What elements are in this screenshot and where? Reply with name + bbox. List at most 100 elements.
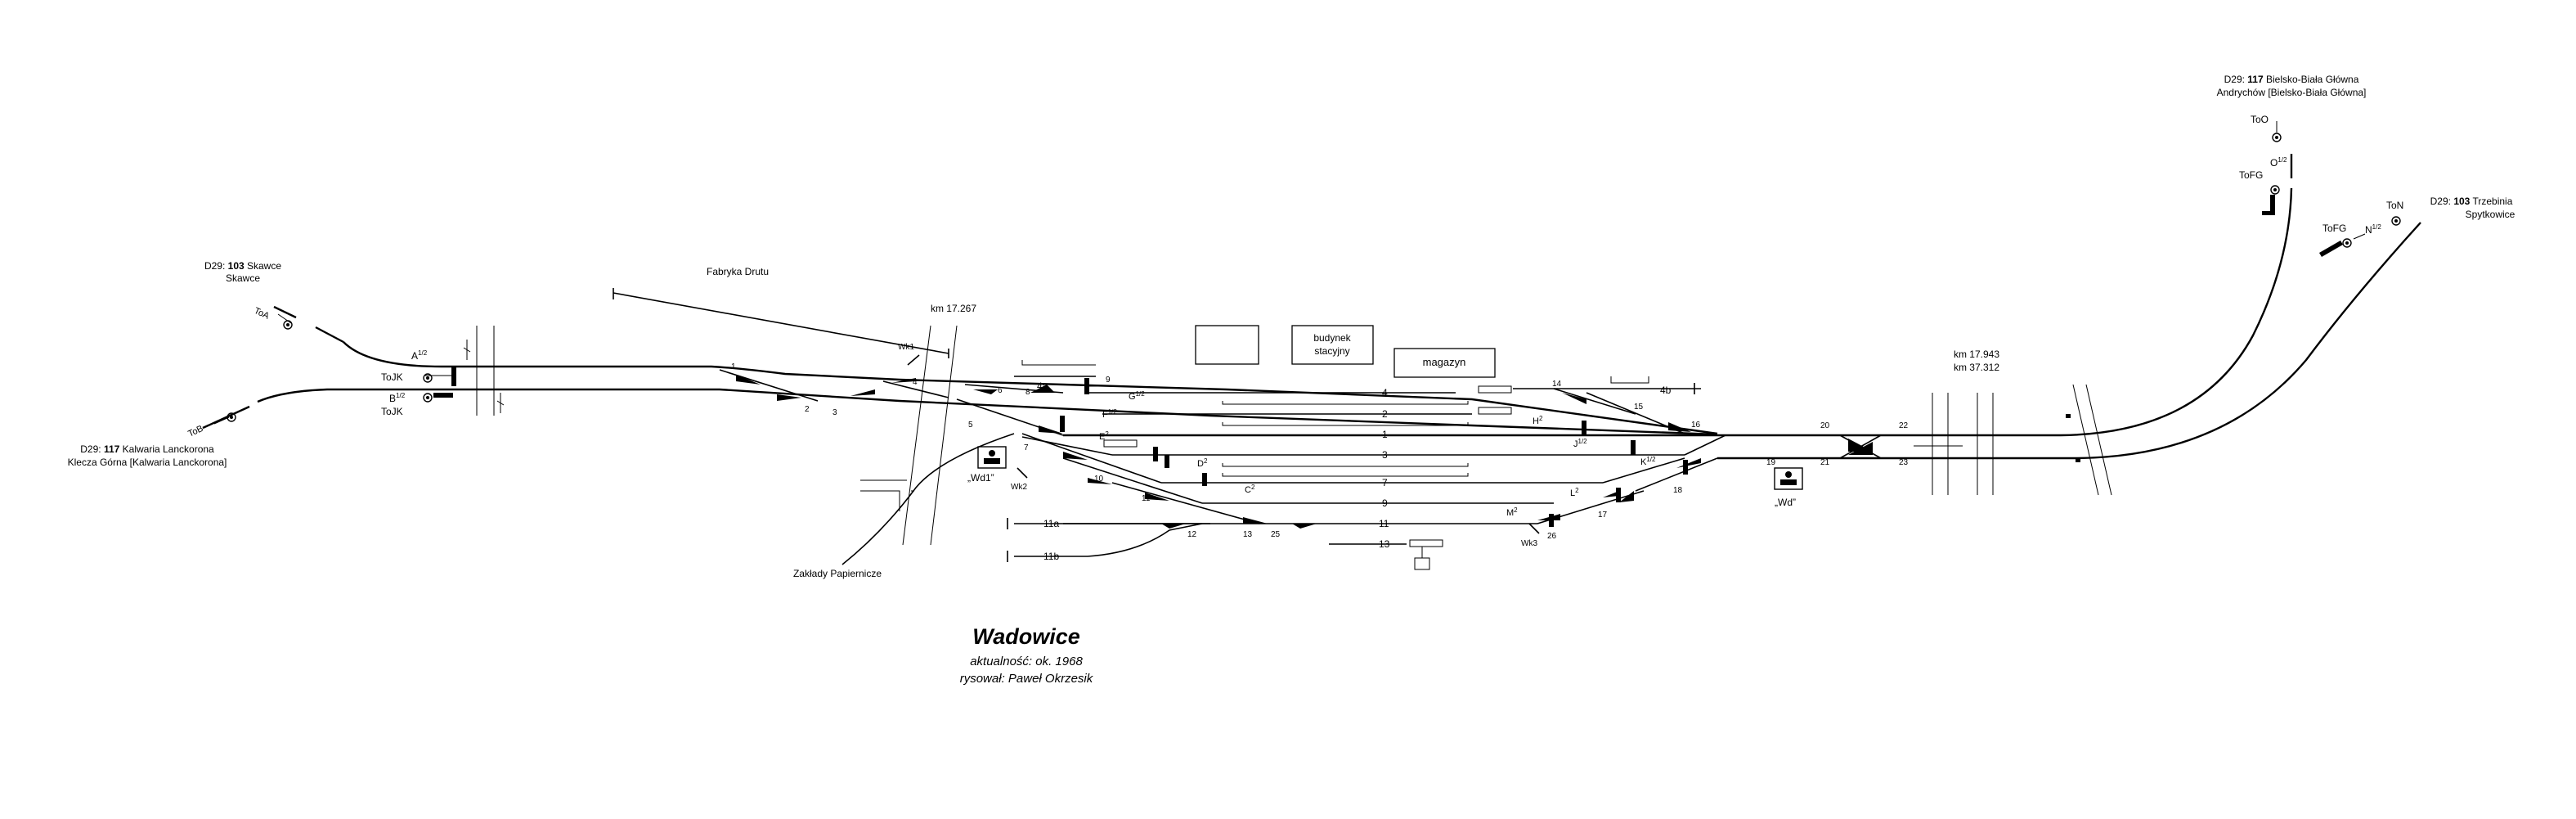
signal-d: D2 [1165, 455, 1208, 469]
signal-toa: ToA [253, 306, 293, 330]
switch-15: 15 [1634, 403, 1644, 412]
switch-17: 17 [1598, 511, 1608, 520]
signal-ton-label: ToN [2386, 200, 2403, 211]
level-crossing-west [463, 340, 505, 413]
track-label-7: 7 [1382, 477, 1388, 488]
switch-25: 25 [1271, 530, 1281, 539]
track-numbers: 4 2 1 3 7 9 11 13 4a 4b 11a 11b [1037, 380, 1672, 562]
signal-toa-label: ToA [253, 306, 272, 322]
switch-26: 26 [1547, 532, 1557, 541]
signal-m-label: M2 [1506, 506, 1518, 518]
track-label-9: 9 [1382, 497, 1388, 509]
label-wk2: Wk2 [1011, 483, 1027, 492]
label-wk1: Wk1 [898, 343, 914, 352]
building-unnamed [1195, 325, 1259, 365]
switch-13: 13 [1243, 530, 1253, 539]
signal-l-label: L2 [1570, 487, 1579, 498]
switch-20: 20 [1820, 421, 1830, 430]
switch-16: 16 [1691, 421, 1701, 430]
switch-5: 5 [968, 421, 973, 430]
signal-box-wd: „Wd” [1774, 467, 1803, 508]
main-line-kalwaria [202, 388, 1718, 436]
signal-n-label: N1/2 [2365, 223, 2381, 236]
dest-kalwaria-line1: D29: 117 Kalwaria Lanckorona [80, 443, 214, 455]
signal-f: F1/2 [1060, 408, 1117, 432]
label-zaklady-papiernicze: Zakłady Papiernicze [793, 568, 882, 579]
switch-numbers: 1 2 3 4 5 6 7 8 9 10 11 12 13 25 14 15 1… [731, 362, 1909, 541]
label-wk3: Wk3 [1521, 539, 1537, 548]
signal-b-label: B1/2 [389, 392, 406, 404]
signal-tojk-1-label: ToJK [381, 371, 403, 383]
switch-3: 3 [832, 408, 837, 417]
switch-1: 1 [731, 362, 736, 371]
switch-6: 6 [998, 386, 1003, 395]
track-label-3: 3 [1382, 449, 1388, 461]
switch-22: 22 [1899, 421, 1909, 430]
signal-e-label: E2 [1099, 430, 1109, 442]
date-note: aktualność: ok. 1968 [970, 655, 1083, 668]
buffer-stops [613, 288, 1695, 562]
dest-skawce-line1: D29: 103 Skawce [204, 260, 281, 272]
switch-9: 9 [1106, 376, 1111, 385]
switch-4: 4 [913, 378, 918, 387]
track-label-1: 1 [1382, 429, 1388, 440]
signal-j-label: J1/2 [1573, 438, 1587, 449]
switch-2: 2 [805, 405, 810, 414]
station-building-label-2: stacyjny [1314, 345, 1349, 357]
dest-skawce-line2: Skawce [226, 272, 260, 284]
signal-too: ToO [2251, 114, 2282, 142]
signal-c: C2 [1202, 473, 1255, 495]
dest-kalwaria-line2: Klecza Górna [Kalwaria Lanckorona] [68, 457, 227, 468]
signal-o-label: O1/2 [2270, 156, 2287, 169]
label-km-east-2: km 37.312 [1954, 362, 1999, 373]
signal-tofg-1-label: ToFG [2239, 169, 2263, 181]
main-line-skawce [273, 305, 1718, 435]
east-crossing-marks [1914, 414, 2080, 462]
dest-bielsko-line2: Andrychów [Bielsko-Biała Główna] [2217, 87, 2367, 98]
switch-11: 11 [1142, 494, 1151, 503]
signal-tofg-1: ToFG [2239, 169, 2280, 215]
track-label-4a: 4a [1037, 380, 1048, 392]
signal-box-wd1-label: „Wd1” [967, 472, 994, 484]
through-track-2 [1717, 222, 2421, 460]
switch-7: 7 [1024, 443, 1029, 452]
switch-19: 19 [1766, 458, 1776, 467]
signal-tojk-2-label: ToJK [381, 406, 403, 417]
signal-tofg-2: ToFG [2319, 223, 2366, 257]
signal-g-label: G1/2 [1129, 390, 1145, 402]
track-label-11b: 11b [1043, 551, 1059, 562]
warehouse-label: magazyn [1423, 356, 1466, 368]
signal-g: G1/2 [1084, 378, 1145, 402]
signal-d-label: D2 [1197, 457, 1208, 469]
building-warehouse: magazyn [1393, 348, 1496, 378]
switch-12: 12 [1187, 530, 1197, 539]
station-name: Wadowice [972, 624, 1080, 649]
signal-k: K1/2 [1640, 456, 1688, 475]
dest-bielsko-line1: D29: 117 Bielsko-Biała Główna [2224, 74, 2359, 85]
signal-j: J1/2 [1573, 438, 1636, 455]
signal-tofg-2-label: ToFG [2322, 223, 2346, 234]
label-km-east-1: km 17.943 [1954, 349, 1999, 360]
signal-m: M2 [1506, 506, 1554, 527]
diagram-title-block: Wadowice aktualność: ok. 1968 rysował: P… [960, 624, 1094, 686]
signal-box-wd-label: „Wd” [1775, 497, 1796, 508]
station-tracks [613, 292, 1882, 565]
signal-h: H2 [1533, 415, 1586, 435]
switch-8: 8 [1025, 388, 1030, 397]
signal-tojk-2: ToJK [381, 393, 433, 417]
signal-tob-label: ToB [186, 424, 204, 439]
track-label-11: 11 [1379, 518, 1389, 529]
label-fabryka-drutu: Fabryka Drutu [707, 266, 769, 277]
through-track-1 [1063, 154, 2293, 437]
signal-h-label: H2 [1533, 415, 1543, 426]
switch-18: 18 [1673, 486, 1683, 495]
track-label-11a: 11a [1043, 518, 1059, 529]
dest-trzebinia-line1: D29: 103 Trzebinia [2430, 196, 2513, 207]
switch-14: 14 [1552, 380, 1562, 389]
signal-f-label: F1/2 [1102, 408, 1117, 420]
signal-l: L2 [1570, 487, 1621, 502]
signal-a-label: A1/2 [411, 349, 428, 362]
signal-a: A1/2 [411, 349, 456, 386]
author-note: rysował: Paweł Okrzesik [960, 672, 1094, 686]
